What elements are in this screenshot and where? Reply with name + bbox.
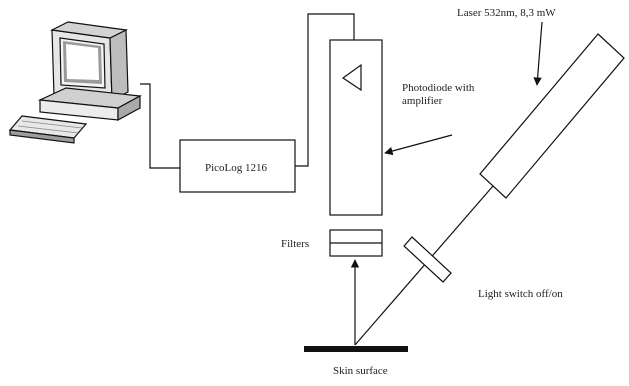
laser-body: [479, 33, 625, 199]
laser-label: Laser 532nm, 8,3 mW: [457, 7, 556, 19]
filters-label: Filters: [281, 238, 309, 250]
light-switch-bar: [403, 236, 452, 283]
picolog-label: PicoLog 1216: [205, 162, 268, 174]
photodiode-pointer-arrow: [384, 134, 453, 156]
amplifier-triangle-icon: [341, 63, 362, 92]
cable-computer-picolog: [140, 83, 180, 169]
computer-icon: [8, 21, 142, 144]
photodiode-housing: [329, 39, 383, 216]
skin-surface: [304, 346, 408, 352]
photodiode-label-line2: amplifier: [402, 95, 443, 107]
cable-picolog-photodiode: [295, 13, 355, 167]
light-switch-label: Light switch off/on: [478, 288, 563, 300]
laser-pointer-arrow: [533, 21, 543, 86]
photodiode-label-line1: Photodiode with: [402, 82, 475, 94]
laser-beam: [354, 185, 494, 346]
picolog-box: [179, 139, 296, 193]
skin-surface-label: Skin surface: [333, 365, 388, 377]
